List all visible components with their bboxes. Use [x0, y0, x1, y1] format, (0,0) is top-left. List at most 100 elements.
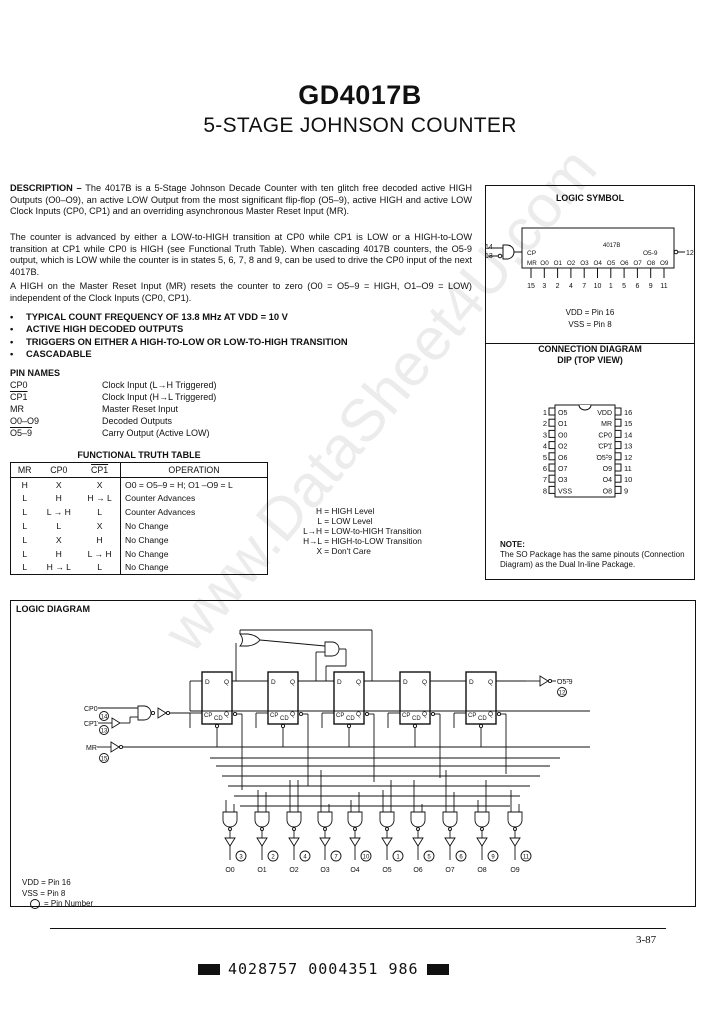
inversion-bubble-icon [214, 723, 220, 729]
inversion-bubble-icon [430, 711, 436, 717]
output-label: O6 [413, 867, 422, 874]
output-label: O7 [445, 867, 454, 874]
ff-cp-label: CP [204, 713, 212, 719]
table-cell: L [97, 507, 102, 518]
footer-rule [50, 928, 666, 930]
table-cell: L [22, 507, 28, 518]
legend-item: L = LOW Level [317, 516, 373, 526]
pin-label: O7 [558, 466, 567, 473]
inversion-bubble-icon [165, 710, 171, 716]
buffer-gate-icon [110, 741, 120, 753]
vss-note: VSS = Pin 8 [22, 888, 66, 898]
dip-pin [548, 429, 556, 438]
inversion-bubble-icon [232, 711, 238, 717]
dip-pin [614, 474, 622, 483]
pin-circle [360, 850, 372, 862]
pin-number: 13 [624, 442, 632, 451]
pin-number: 13 [485, 253, 493, 260]
table-cell: L [22, 493, 28, 504]
barcode-text: 4028757 0004351 986 [228, 960, 419, 978]
vdd-pin: VDD = Pin 16 [566, 308, 615, 317]
pin-circle [520, 850, 532, 862]
logic-symbol-panel [485, 185, 695, 580]
inversion-bubble-icon [412, 723, 418, 729]
feature-item: CASCADABLE [10, 348, 348, 360]
pin-number: 1 [543, 408, 547, 417]
pin-name: O5–9 [10, 428, 33, 438]
table-cell: H [55, 548, 62, 559]
table-cell: No Change [120, 560, 268, 575]
inversion-bubble-icon [292, 827, 296, 831]
pin-number: 9 [649, 283, 653, 290]
pin-label: O8 [603, 488, 612, 495]
table-cell: H [55, 493, 62, 504]
pin-description: Clock Input (L→H Triggered) [102, 380, 217, 390]
description-p1: DESCRIPTION – The 4017B is a 5-Stage Joh… [10, 183, 472, 218]
truth-table-title: FUNCTIONAL TRUTH TABLE [77, 450, 201, 460]
pin-label: VDD [597, 410, 612, 417]
pin-number: 15 [527, 283, 535, 290]
ff-q-label: Q [422, 679, 427, 686]
table-cell: Counter Advances [120, 491, 268, 506]
page-title: GD4017B [298, 80, 422, 110]
description-label: DESCRIPTION – [10, 183, 82, 193]
pin-number: 9 [624, 486, 628, 495]
legend-item: H = HIGH Level [316, 506, 375, 516]
pin-label: O9 [603, 466, 612, 473]
dip-pin [548, 485, 556, 494]
pin-number: 16 [624, 408, 632, 417]
and-gate-icon [410, 811, 426, 828]
ff-cp-label: CP [336, 713, 344, 719]
pin-number: 14 [101, 715, 108, 721]
dip-pin [548, 407, 556, 416]
dip-pin [614, 441, 622, 450]
pin-circle [99, 711, 109, 721]
pin-number: 3 [542, 283, 546, 290]
buffer-gate-icon [288, 837, 300, 847]
pin-number: 5 [622, 283, 626, 290]
pin-label: O2 [558, 444, 567, 451]
pin-number: 12 [624, 453, 632, 462]
pin-number: 15 [624, 419, 632, 428]
ff-q-label: Q [356, 679, 361, 686]
pin-number: 4 [569, 283, 573, 290]
buffer-gate-icon [319, 837, 331, 847]
ff-cd-label: CD [280, 716, 289, 722]
inversion-bubble-icon [547, 678, 553, 684]
inversion-bubble-icon [385, 827, 389, 831]
and-gate-icon [442, 811, 458, 828]
pin-number: 2 [271, 855, 275, 861]
pin-label: O6 [620, 260, 629, 267]
buffer-gate-icon [509, 837, 521, 847]
feature-list: TYPICAL COUNT FREQUENCY OF 13.8 MHz AT V… [10, 311, 348, 361]
pin-label: O3 [580, 260, 589, 267]
pin-number: 1 [396, 855, 400, 861]
dip-pin [548, 474, 556, 483]
pin-circle [99, 753, 109, 763]
pin-name: O0–O9 [10, 416, 40, 426]
buffer-gate-icon [111, 717, 121, 729]
pin-label: O1 [554, 260, 563, 267]
pin-description: Clock Input (H→L Triggered) [102, 392, 217, 402]
table-cell: L → H [46, 507, 71, 518]
inversion-bubble-icon [513, 827, 517, 831]
pin-number-note: = Pin Number [22, 899, 93, 910]
buffer-gate-icon [349, 837, 361, 847]
pin-number: 5 [543, 453, 547, 462]
pin-number: 5 [427, 855, 431, 861]
pin-label: CP0 [598, 432, 612, 439]
pin-label: O3 [558, 477, 567, 484]
pin-number: 7 [582, 283, 586, 290]
output-label: O9 [510, 867, 519, 874]
pin-number: 11 [523, 855, 530, 861]
and-gate-icon [502, 244, 515, 260]
dip-pin [614, 407, 622, 416]
inversion-bubble-icon [260, 827, 264, 831]
